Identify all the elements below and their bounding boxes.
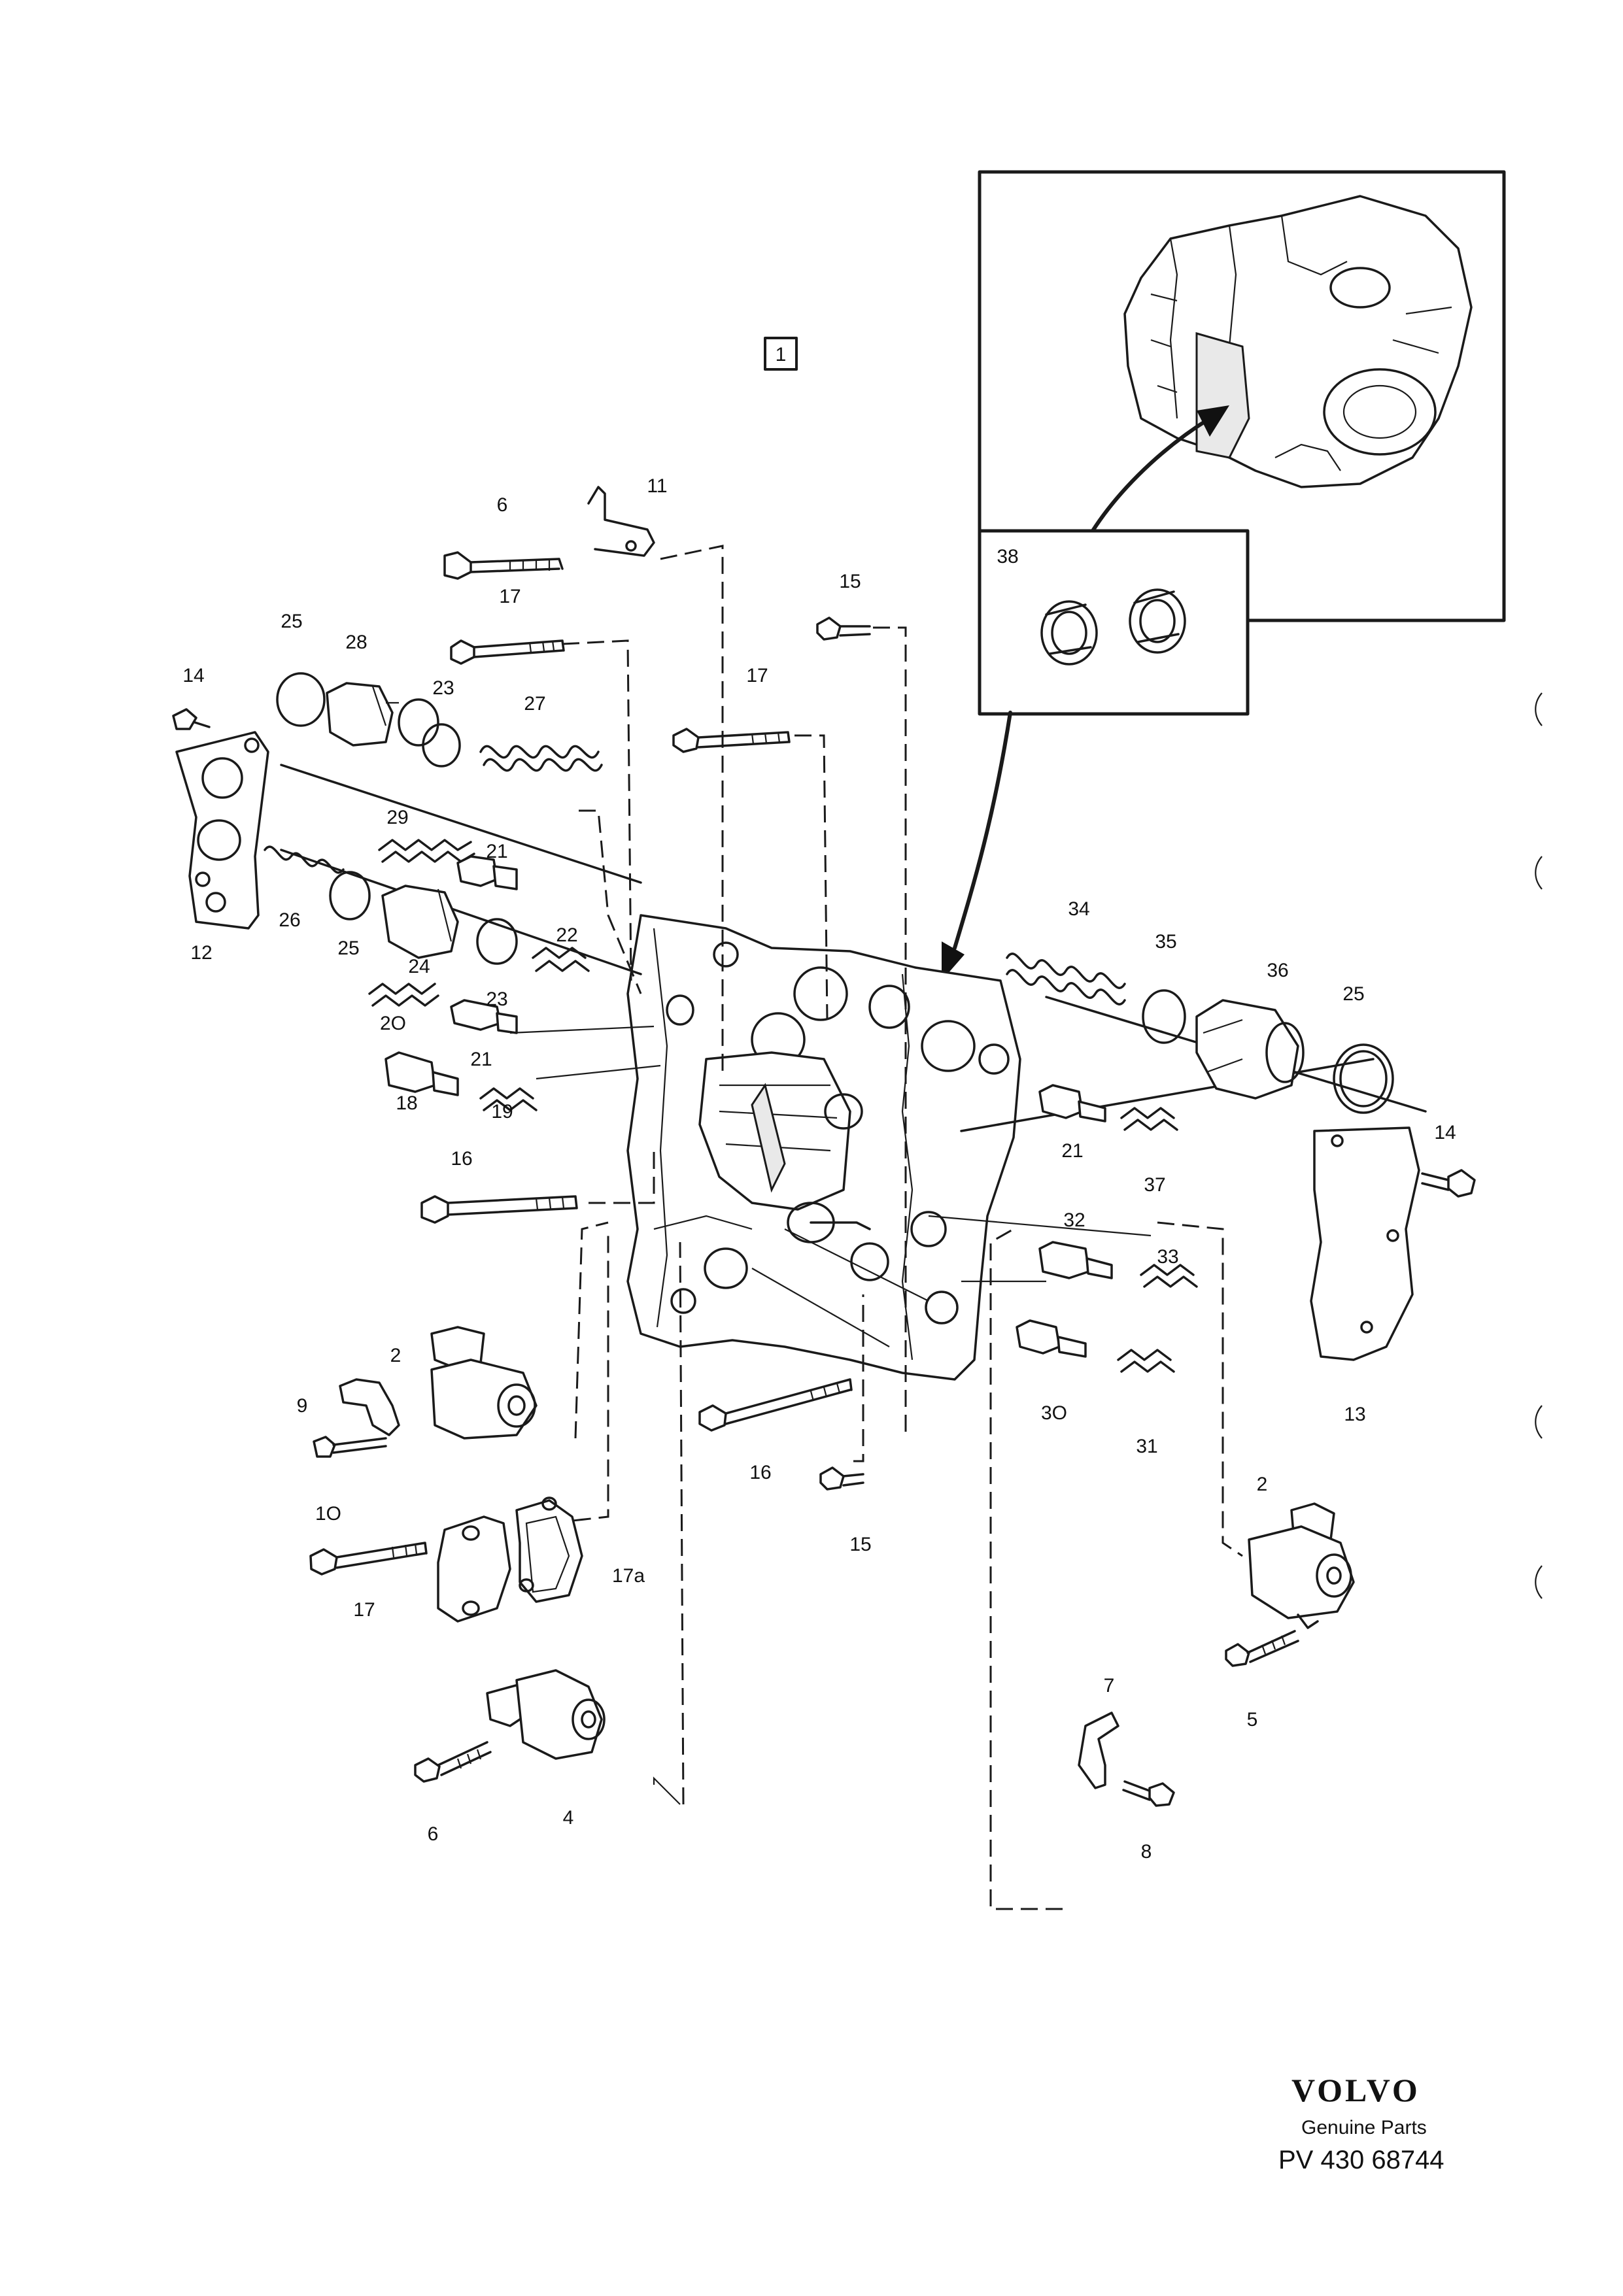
callout-6: 6 (497, 494, 508, 516)
callout-21: 21 (1061, 1140, 1083, 1162)
callout-10: 1O (315, 1503, 341, 1525)
callout-22: 22 (556, 924, 577, 946)
callout-21: 21 (470, 1049, 492, 1070)
callout-labels: 6 11 17 15 17 25 28 14 23 27 29 21 26 25… (182, 475, 1456, 1863)
right-components (672, 616, 1476, 1807)
callout-23: 23 (486, 988, 507, 1010)
callout-25: 25 (1342, 983, 1364, 1005)
callout-14: 14 (1434, 1122, 1456, 1143)
callout-23: 23 (432, 677, 454, 699)
callout-14: 14 (182, 665, 204, 686)
callout-31: 31 (1136, 1436, 1157, 1457)
callout-2: 2 (1257, 1474, 1268, 1495)
callout-12: 12 (190, 942, 212, 964)
callout-28: 28 (345, 632, 367, 653)
brand-logo: VOLVO (1291, 2072, 1420, 2108)
callout-30: 3O (1041, 1402, 1067, 1424)
sheet-marker-box (764, 337, 798, 371)
callout-5: 5 (1247, 1709, 1258, 1730)
callout-17: 17 (353, 1599, 375, 1621)
callout-16: 16 (451, 1148, 472, 1170)
scan-margin-marks (1535, 692, 1543, 1599)
callout-36: 36 (1267, 960, 1288, 981)
callout-25: 25 (337, 937, 359, 959)
callout-13: 13 (1344, 1404, 1365, 1425)
callout-32: 32 (1063, 1209, 1085, 1231)
callout-29: 29 (386, 807, 408, 828)
callout-6: 6 (428, 1823, 439, 1845)
callout-15: 15 (839, 571, 861, 592)
callout-33: 33 (1157, 1246, 1178, 1268)
callout-4: 4 (563, 1807, 574, 1829)
callout-11: 11 (647, 475, 667, 497)
assembly-lines (280, 545, 1427, 1910)
callout-2: 2 (390, 1345, 401, 1366)
valve-body (626, 914, 1021, 1381)
callout-19: 19 (491, 1101, 513, 1123)
seal-kit-inset (942, 529, 1250, 981)
callout-9: 9 (297, 1395, 308, 1417)
callout-8: 8 (1141, 1841, 1152, 1863)
left-components (172, 486, 655, 1783)
part-number: PV 430 68744 (1278, 2146, 1444, 2174)
callout-20: 2O (380, 1013, 406, 1034)
sheet-marker: 1 (776, 344, 787, 365)
callout-7: 7 (1104, 1675, 1115, 1697)
callout-16: 16 (749, 1462, 771, 1483)
callout-25: 25 (281, 611, 302, 632)
callout-38: 38 (997, 546, 1018, 567)
callout-27: 27 (524, 693, 545, 715)
callout-17a: 17a (612, 1565, 645, 1587)
callout-35: 35 (1155, 931, 1176, 953)
callout-18: 18 (396, 1092, 417, 1114)
tagline: Genuine Parts (1301, 2117, 1427, 2138)
callout-17: 17 (746, 665, 768, 686)
callout-17: 17 (499, 586, 521, 607)
callout-15: 15 (849, 1534, 871, 1555)
callout-26: 26 (279, 909, 300, 931)
callout-24: 24 (408, 956, 430, 977)
callout-34: 34 (1068, 898, 1089, 920)
callout-21: 21 (486, 841, 507, 862)
callout-37: 37 (1144, 1174, 1165, 1196)
